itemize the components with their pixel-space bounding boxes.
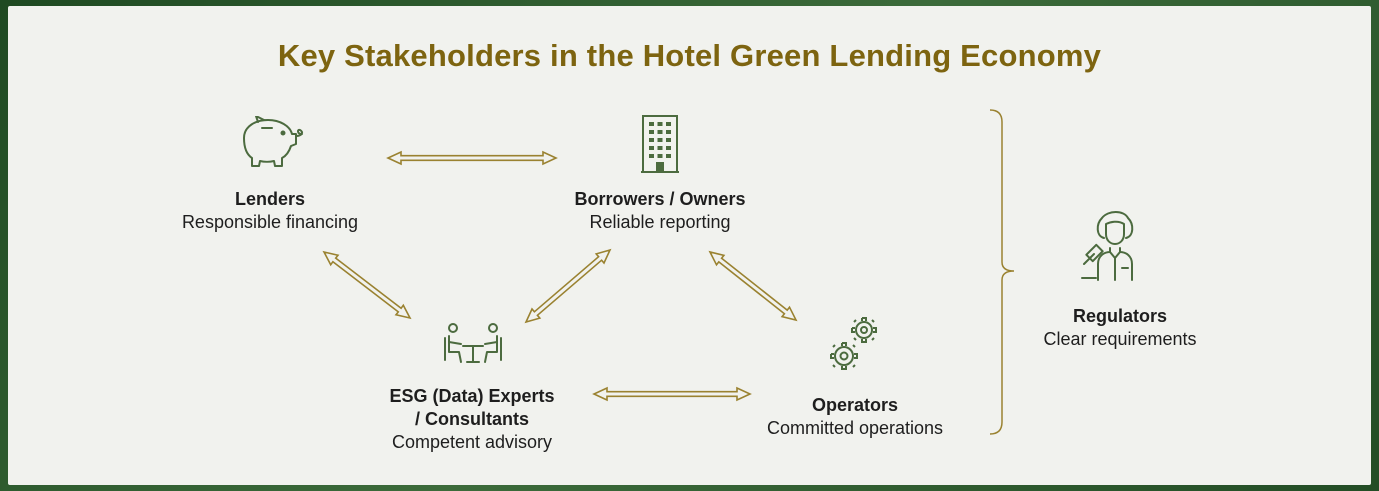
operators-name: Operators (811, 395, 899, 415)
gears-icon (830, 317, 877, 370)
esg-name-line1: ESG (Data) Experts (389, 386, 555, 406)
diagram-title: Key Stakeholders in the Hotel Green Lend… (277, 38, 1102, 73)
judge-icon (1081, 211, 1134, 281)
regulators-name: Regulators (1072, 306, 1168, 326)
esg-name-line2: / Consultants (414, 409, 529, 429)
node-esg: ESG (Data) Experts / Consultants Compete… (330, 385, 614, 454)
node-operators: Operators Committed operations (720, 394, 990, 440)
borrowers-name: Borrowers / Owners (574, 189, 746, 209)
building-icon (641, 115, 679, 173)
operators-desc: Committed operations (766, 418, 944, 438)
esg-desc: Competent advisory (391, 432, 553, 452)
node-regulators: Regulators Clear requirements (1000, 305, 1240, 351)
node-lenders: Lenders Responsible financing (140, 188, 400, 234)
piggy-bank-icon (243, 116, 304, 167)
arrow-borrowers-operators (708, 250, 798, 322)
meeting-icon (444, 323, 502, 363)
arrow-borrowers-esg (524, 248, 612, 324)
regulators-desc: Clear requirements (1043, 329, 1197, 349)
lenders-name: Lenders (234, 189, 306, 209)
arrow-lenders-borrowers (386, 150, 558, 166)
borrowers-desc: Reliable reporting (589, 212, 731, 232)
arrow-esg-operators (592, 386, 752, 402)
regulators-bracket (989, 109, 1015, 435)
arrow-lenders-esg (322, 250, 412, 320)
slide-canvas (8, 6, 1371, 485)
lenders-desc: Responsible financing (181, 212, 359, 232)
node-borrowers: Borrowers / Owners Reliable reporting (520, 188, 800, 234)
